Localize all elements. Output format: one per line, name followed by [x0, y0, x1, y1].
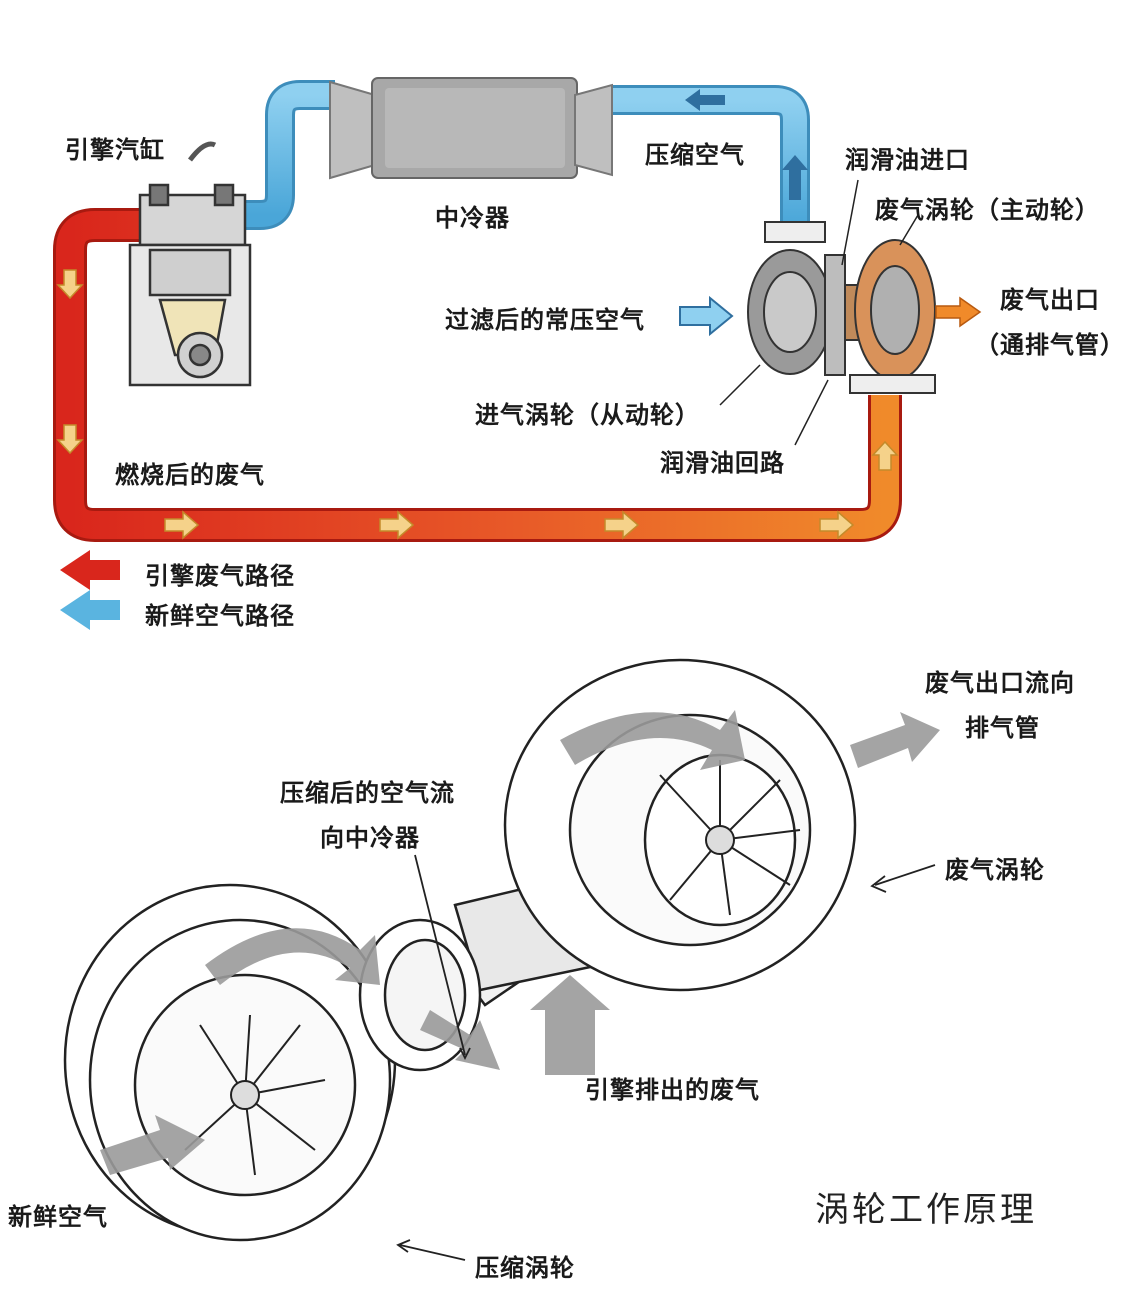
label-exhaust-turbine: 废气涡轮 [945, 856, 1045, 884]
label-engine-exhaust: 引擎排出的废气 [585, 1076, 760, 1104]
fresh-air-pipe [240, 80, 810, 230]
leader-lines [719, 179, 919, 446]
engine-cylinder [128, 141, 252, 387]
label-turbine-main: 废气涡轮（主动轮） [875, 196, 1100, 224]
exhaust-outlet-arrow [935, 296, 982, 328]
bottom-leader-lines [396, 854, 936, 1261]
label-intercooler: 中冷器 [435, 204, 510, 232]
label-exhaust-to-pipe-2: 排气管 [965, 714, 1040, 742]
diagram-title: 涡轮工作原理 [815, 1190, 1037, 1230]
legend-exhaust-label: 引擎废气路径 [145, 562, 295, 590]
legend-air-arrow [60, 590, 120, 630]
legend-exhaust-arrow [60, 550, 120, 590]
label-fresh-air: 新鲜空气 [8, 1203, 108, 1231]
gray-flow-arrows [100, 710, 940, 1175]
label-exhaust-pipe: （通排气管） [975, 331, 1125, 359]
exhaust-flow-arrows [56, 269, 899, 540]
label-compressor-wheel: 压缩涡轮 [475, 1254, 575, 1282]
label-filtered-air: 过滤后的常压空气 [445, 306, 645, 334]
turbine-blades [659, 760, 801, 916]
label-exhaust-outlet: 废气出口 [1000, 286, 1100, 314]
fresh-air-arrows [685, 89, 808, 200]
intercooler [329, 77, 613, 180]
label-oil-return: 润滑油回路 [660, 449, 785, 477]
label-burned-exhaust: 燃烧后的废气 [115, 461, 265, 489]
label-exhaust-to-pipe-1: 废气出口流向 [925, 669, 1075, 697]
label-intake-wheel: 进气涡轮（从动轮） [475, 401, 700, 429]
label-compressed-to-ic-1: 压缩后的空气流 [280, 779, 455, 807]
label-oil-inlet: 润滑油进口 [845, 146, 970, 174]
label-compressed-air: 压缩空气 [645, 141, 745, 169]
turbocharger [747, 221, 936, 394]
filtered-air-arrow [679, 295, 734, 337]
legend-air-label: 新鲜空气路径 [145, 602, 295, 630]
exhaust-pipe [53, 208, 902, 542]
label-compressed-to-ic-2: 向中冷器 [320, 824, 420, 852]
label-engine-cylinder: 引擎汽缸 [65, 136, 165, 164]
